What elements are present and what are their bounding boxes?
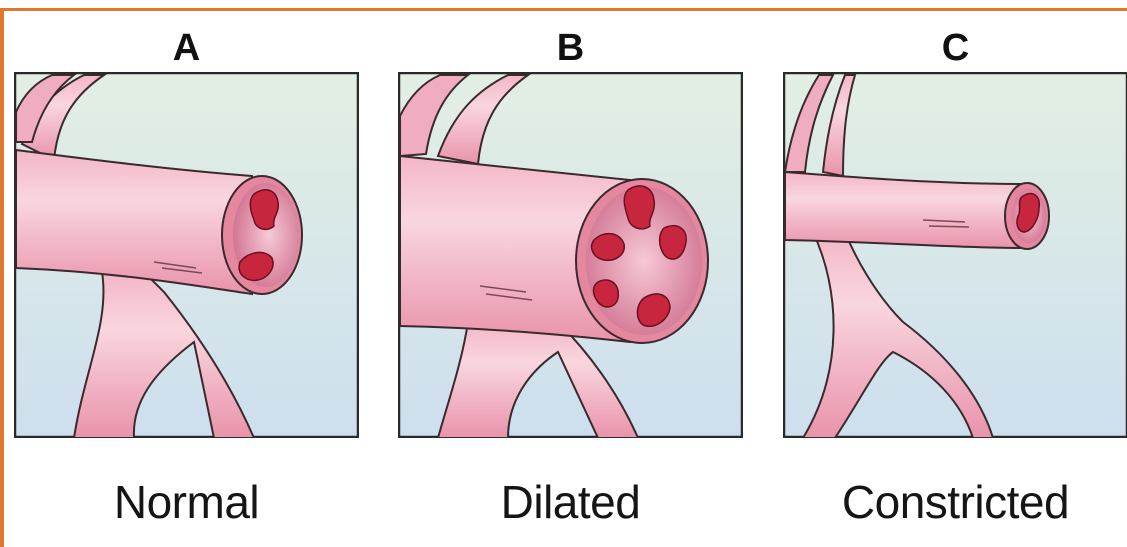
vessel-illustration-dilated <box>398 72 743 438</box>
frame-left-border <box>0 8 4 547</box>
panel-letter: C <box>783 28 1127 68</box>
panel-normal: A <box>14 0 359 547</box>
panel-dilated: B <box>398 0 743 547</box>
panel-caption: Dilated <box>398 474 743 530</box>
panel-letter: A <box>14 28 359 68</box>
vessel-illustration-constricted <box>783 72 1127 438</box>
panel-caption: Constricted <box>783 474 1127 530</box>
panel-caption: Normal <box>14 474 359 530</box>
vessel-illustration-normal <box>14 72 359 438</box>
panel-constricted: C <box>783 0 1127 547</box>
panel-letter: B <box>398 28 743 68</box>
